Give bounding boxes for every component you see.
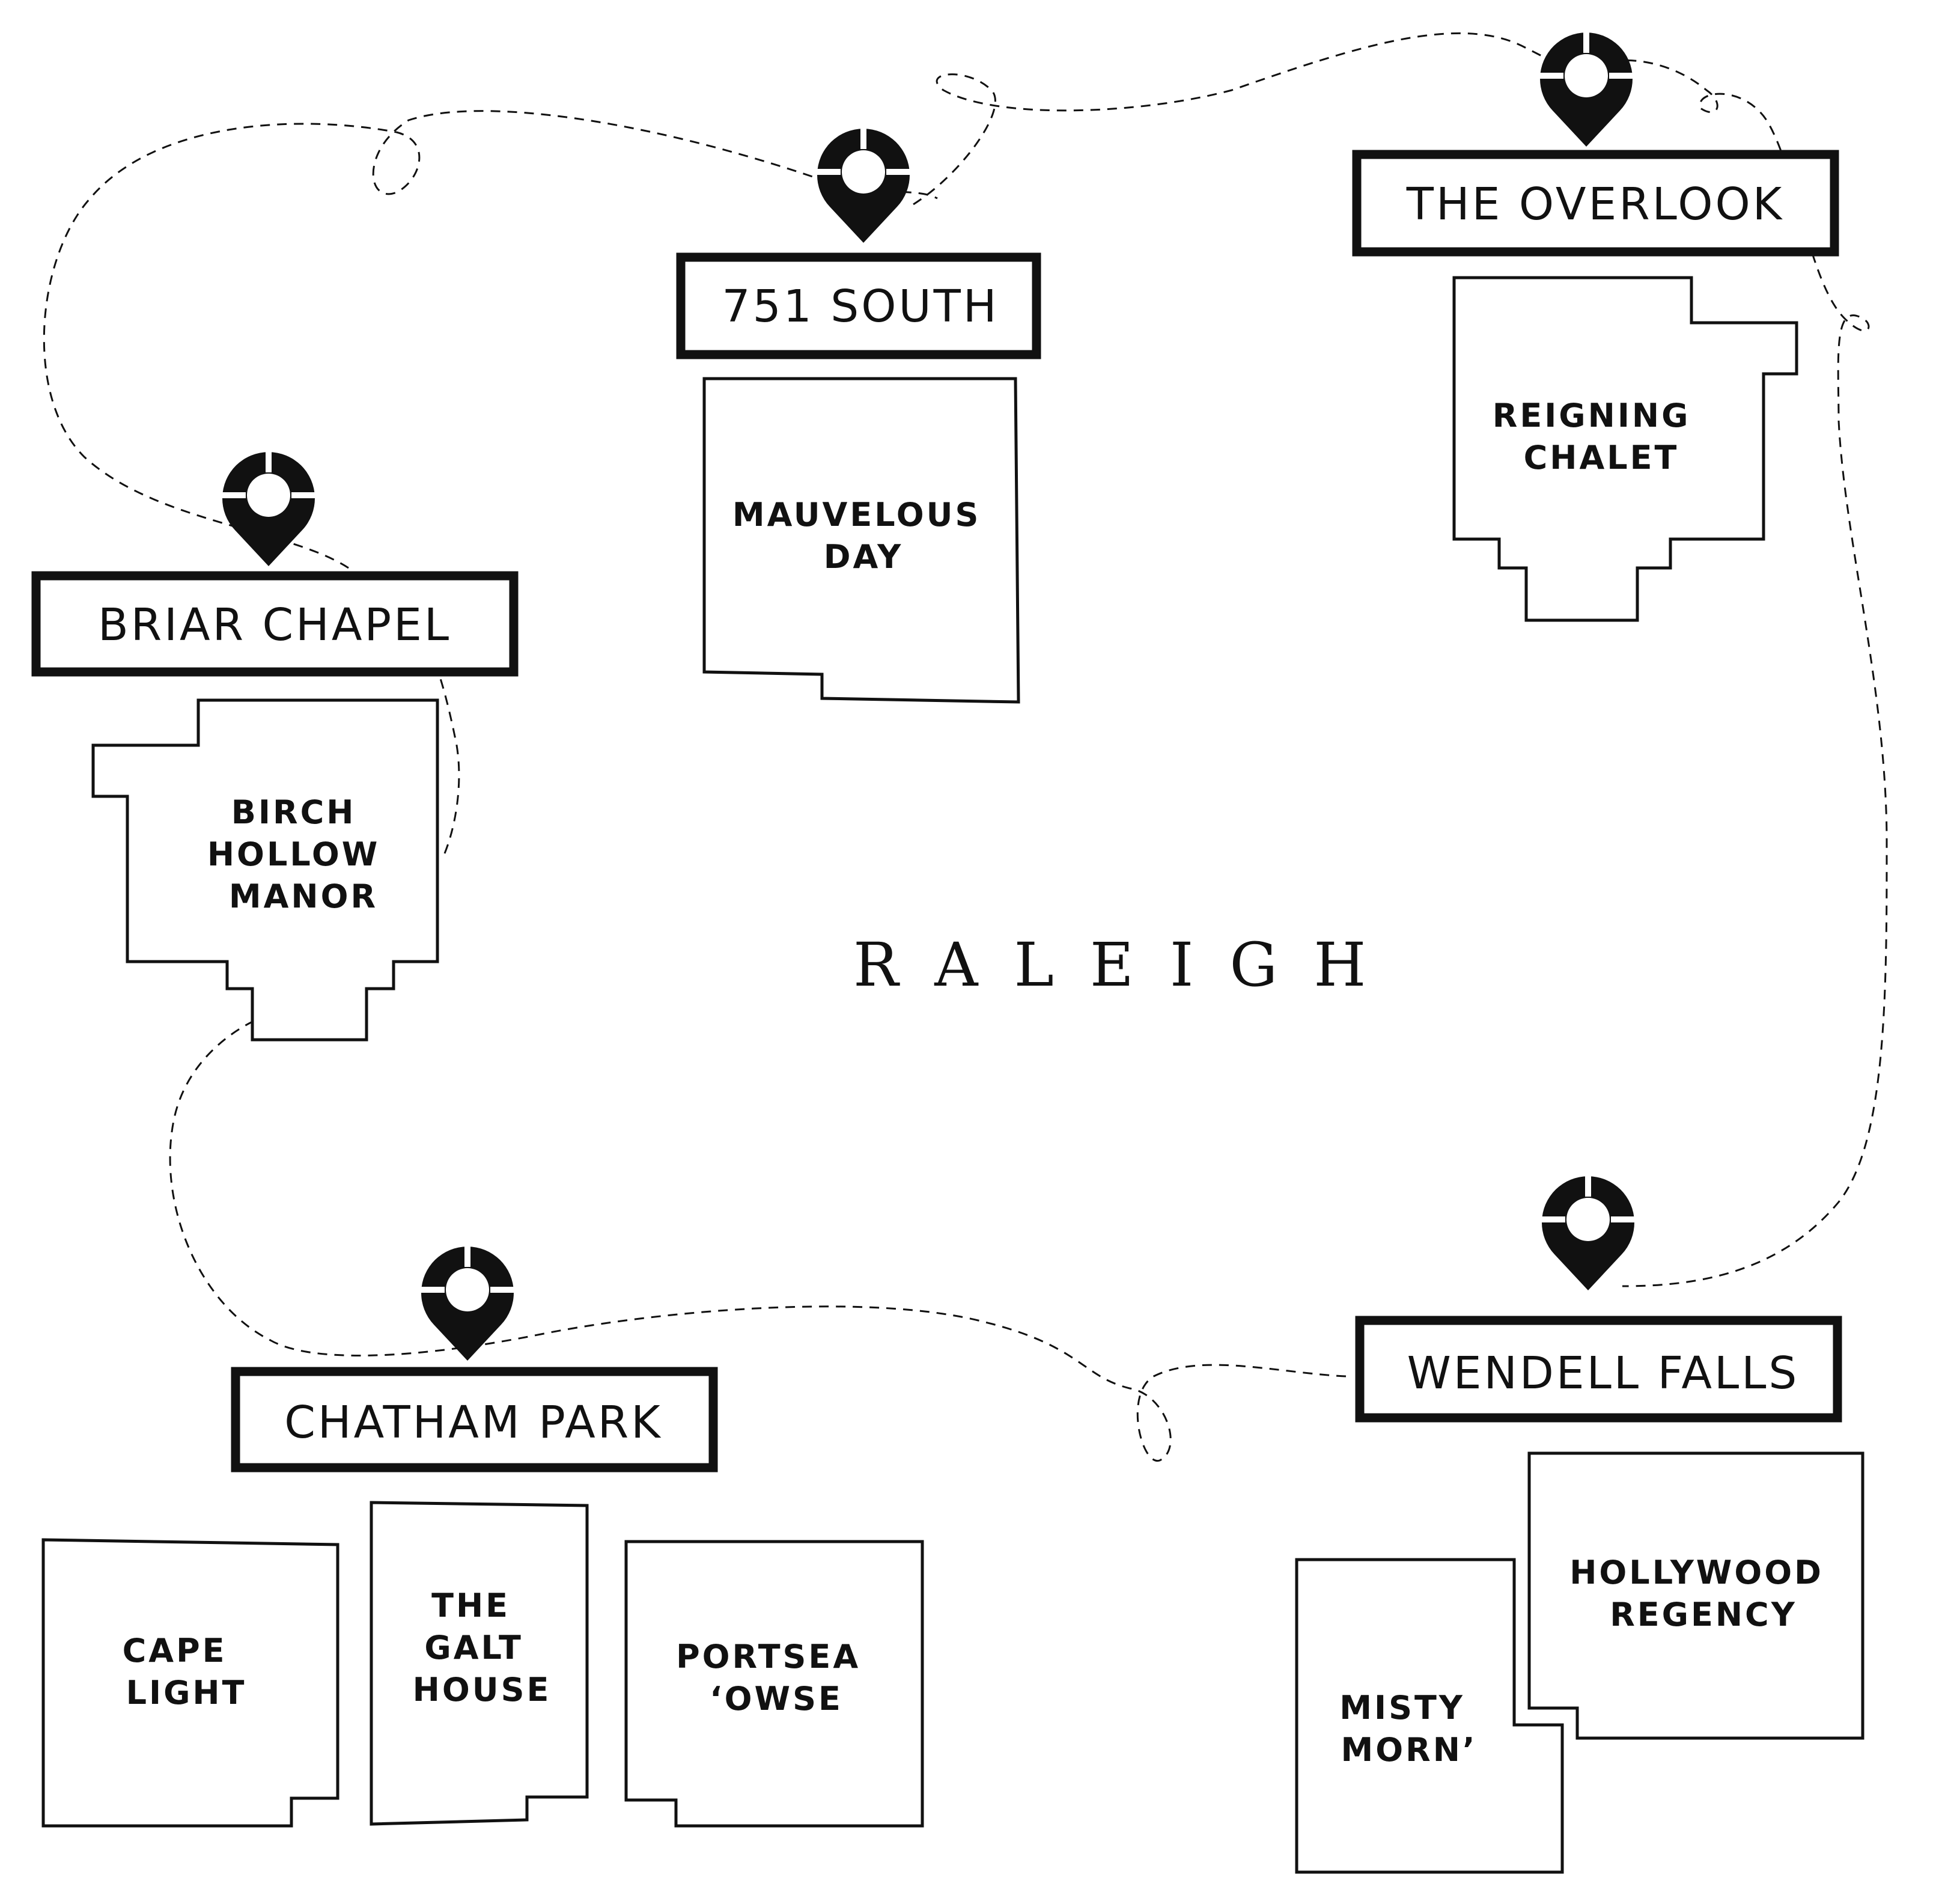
svg-text:HOLLYWOOD REGENCY: HOLLYWOOD REGENCY xyxy=(1569,1554,1837,1634)
svg-text:CAPE LIGHT: CAPE LIGHT xyxy=(123,1632,247,1712)
model-name-line: ‘OWSE xyxy=(710,1680,843,1718)
floor-plan-reigning-chalet[interactable]: REIGNING CHALET xyxy=(1452,276,1798,622)
svg-text:PORTSEA ‘OWSE: PORTSEA ‘OWSE xyxy=(676,1638,874,1718)
map-pin-icon[interactable] xyxy=(419,1240,516,1361)
model-name-line: MORN’ xyxy=(1341,1731,1478,1769)
community-name[interactable]: THE OVERLOOK xyxy=(1406,178,1784,230)
floor-plan-the-galt-house[interactable]: THE GALT HOUSE xyxy=(370,1501,589,1826)
model-name-line: HOLLOW xyxy=(207,835,380,873)
model-name-line: MAUVELOUS xyxy=(732,496,981,534)
model-name-line: HOUSE xyxy=(413,1671,552,1709)
community-the-overlook: THE OVERLOOK REIGNING CHALET xyxy=(1352,26,1839,622)
community-name[interactable]: CHATHAM PARK xyxy=(284,1397,663,1448)
community-chatham-park: CHATHAM PARK CAPE LIGHT THE GALT HOUSE P… xyxy=(41,1240,924,1828)
community-wendell-falls: WENDELL FALLS HOLLYWOOD REGENCY MISTY MO… xyxy=(1295,1170,1864,1874)
floor-plan-cape-light[interactable]: CAPE LIGHT xyxy=(41,1538,339,1828)
community-name[interactable]: BRIAR CHAPEL xyxy=(98,599,451,651)
svg-text:REIGNING CHALET: REIGNING CHALET xyxy=(1493,397,1705,477)
model-name-line: HOLLYWOOD xyxy=(1569,1554,1824,1591)
model-name-line: CHALET xyxy=(1524,439,1679,477)
model-name-line: BIRCH xyxy=(231,793,356,831)
model-name-line: CAPE xyxy=(123,1632,227,1670)
map-pin-icon[interactable] xyxy=(1538,26,1634,147)
community-name[interactable]: WENDELL FALLS xyxy=(1407,1347,1800,1399)
map-pin-icon[interactable] xyxy=(815,123,912,243)
model-name-line: MANOR xyxy=(229,877,378,915)
map-pin-icon[interactable] xyxy=(1540,1170,1636,1290)
floor-plan-birch-hollow-manor[interactable]: BIRCH HOLLOW MANOR xyxy=(91,698,439,1042)
model-name-line: REIGNING xyxy=(1493,397,1691,435)
map-pin-icon[interactable] xyxy=(221,446,317,566)
community-label-box xyxy=(1352,150,1839,257)
city-name: RALEIGH xyxy=(853,930,1402,1000)
svg-text:BIRCH HOLLOW M: BIRCH HOLLOW MANOR xyxy=(207,793,394,915)
floor-plan-portsea-owse[interactable]: PORTSEA ‘OWSE xyxy=(624,1540,924,1828)
route-line xyxy=(43,32,1888,1462)
community-label-box xyxy=(31,571,519,677)
community-label-box xyxy=(676,252,1041,359)
svg-text:MAUVELOUS DAY: MAUVELOUS DAY xyxy=(732,496,994,576)
model-name-line: REGENCY xyxy=(1610,1596,1797,1634)
model-name-line: MISTY xyxy=(1339,1689,1465,1727)
community-label-box xyxy=(231,1367,718,1472)
model-name-line: LIGHT xyxy=(126,1674,247,1712)
svg-text:THE GALT HOUSE: THE GALT HOUSE xyxy=(413,1587,552,1709)
model-name-line: PORTSEA xyxy=(676,1638,860,1676)
floor-plan-hollywood-regency[interactable]: HOLLYWOOD REGENCY xyxy=(1527,1451,1864,1740)
community-751-south: 751 SOUTH MAUVELOUS DAY xyxy=(676,123,1041,704)
model-name-line: DAY xyxy=(824,538,904,576)
model-name-line: GALT xyxy=(424,1629,523,1667)
community-briar-chapel: BRIAR CHAPEL BIRCH HOLLOW MANOR xyxy=(31,446,519,1042)
model-name-line: THE xyxy=(431,1587,510,1625)
svg-text:MISTY MORN’: MISTY MORN’ xyxy=(1339,1689,1478,1769)
floor-plan-mauvelous-day[interactable]: MAUVELOUS DAY xyxy=(702,377,1020,704)
community-label-box xyxy=(1355,1316,1842,1423)
community-name[interactable]: 751 SOUTH xyxy=(722,281,999,332)
floor-plan-misty-morn[interactable]: MISTY MORN’ xyxy=(1295,1558,1564,1874)
